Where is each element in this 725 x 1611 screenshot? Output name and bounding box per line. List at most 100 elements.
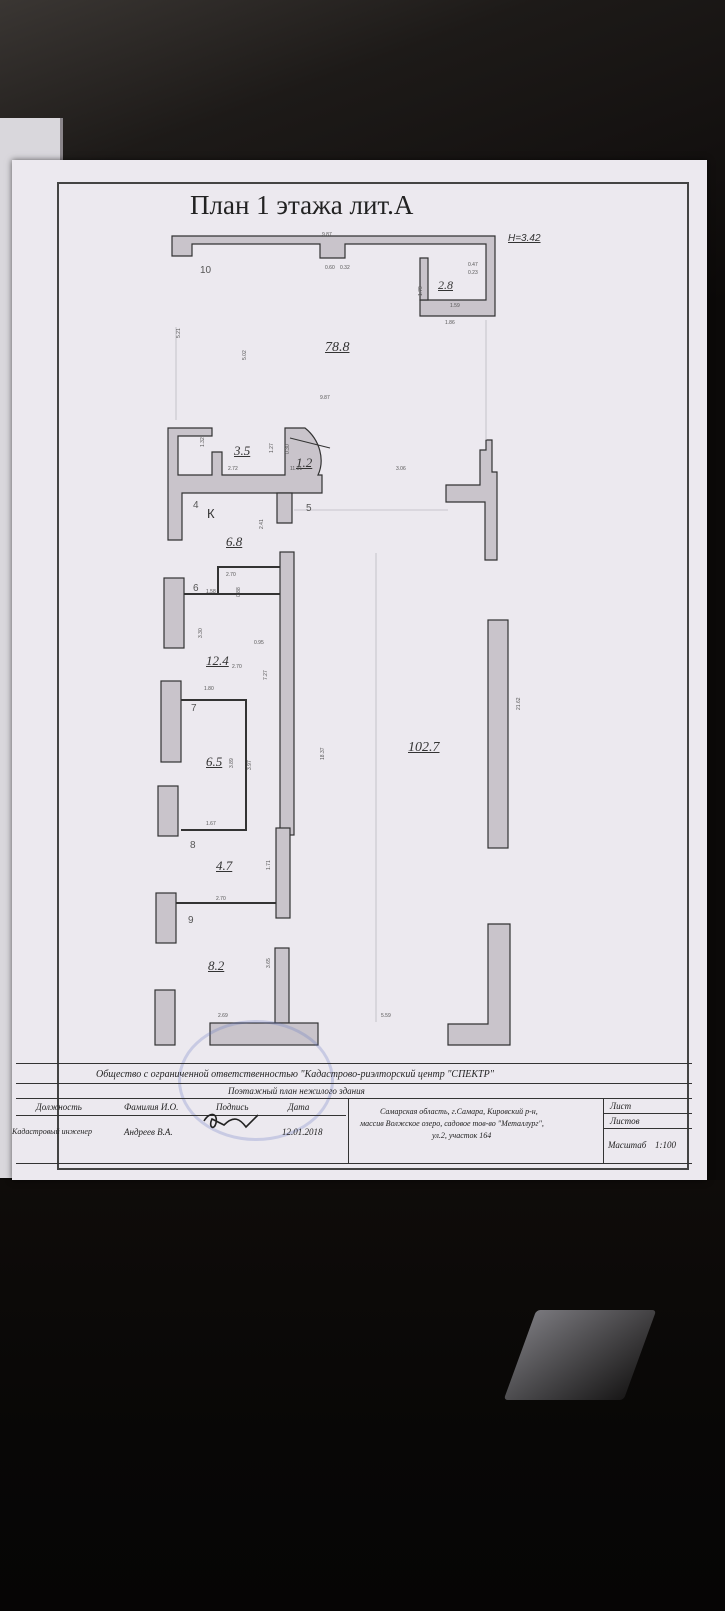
dim-1837: 18.37 [320, 747, 326, 760]
tb-col-date: Дата [288, 1102, 310, 1112]
tb-col-name: Фамилия И.О. [124, 1102, 179, 1112]
room-area-9: 8.2 [208, 958, 225, 973]
tb-col-position: Должность [36, 1102, 82, 1112]
room-number-9: 9 [188, 915, 194, 926]
dim-167: 1.67 [206, 821, 216, 827]
dim-270c: 2.70 [216, 896, 226, 902]
dim-tr-w: 1.59 [450, 303, 460, 309]
dim-397: 3.97 [247, 760, 253, 770]
room-area-kitchen1: 3.5 [234, 443, 251, 458]
dim-365: 3.65 [266, 958, 272, 968]
tb-scale-label: Масштаб [608, 1140, 647, 1150]
tb-col-signature: Подпись [216, 1102, 249, 1112]
dim-tr-h: 1.79 [418, 286, 424, 296]
dim-095: 0.95 [254, 640, 264, 646]
dim-k-h: 1.27 [269, 443, 275, 453]
dim-k2-h: 0.30 [285, 444, 291, 454]
wall-central-2 [275, 827, 291, 919]
seal-stamp [178, 1020, 334, 1141]
dim-c-h: 2.41 [259, 519, 265, 529]
room-area-8: 4.7 [216, 858, 233, 873]
wall-top [171, 235, 496, 317]
room-area-10: 78.8 [325, 340, 350, 355]
dim-k-h2: 1.32 [200, 437, 206, 447]
tb-scale-value: 1:100 [655, 1140, 676, 1150]
room-number-10: 10 [200, 265, 212, 276]
dim-559: 5.59 [381, 1013, 391, 1019]
wall-left-6 [163, 577, 185, 649]
dim-270a: 2.70 [226, 572, 236, 578]
partition-7 [181, 699, 247, 831]
tb-vline-2 [603, 1098, 604, 1163]
wall-central-1 [279, 551, 295, 836]
room-area-124: 12.4 [206, 653, 229, 668]
dim-180: 1.80 [204, 686, 214, 692]
tb-line-bottom [16, 1163, 692, 1164]
dim-top: 9.87 [322, 232, 332, 238]
partition-6 [184, 566, 280, 595]
floor-plan-sheet [12, 160, 707, 1180]
tb-address-3: ул.2, участок 164 [432, 1131, 492, 1140]
tb-line-3 [16, 1098, 692, 1099]
wall-left-9 [155, 892, 177, 944]
wall-kitchen-left [167, 427, 323, 541]
tb-name: Андреев В.А. [124, 1127, 173, 1137]
dim-389: 3.89 [229, 758, 235, 768]
dim-left-outer: 5.21 [176, 328, 182, 338]
dim-tr-side: 0.47 [468, 262, 478, 268]
tb-sheets-label: Листов [610, 1116, 640, 1126]
dim-k2-w: 11.91 [290, 466, 303, 472]
dim-tr-w2: 1.86 [445, 320, 455, 326]
room-area-kitchen2: 1.2 [296, 455, 313, 470]
dim-727: 7.27 [263, 670, 269, 680]
dim-171: 1.71 [266, 860, 272, 870]
tb-line-2 [16, 1083, 692, 1084]
wall-left-8 [157, 785, 179, 837]
tb-organization: Общество с ограниченной ответственностью… [96, 1069, 494, 1080]
wall-bottom-right [447, 923, 511, 1046]
dim-niche: 0.60 [325, 265, 335, 271]
dim-mid: 9.87 [320, 395, 330, 401]
dim-158: 1.58 [206, 589, 216, 595]
tb-plan-type: Поэтажный план нежилого здания [228, 1086, 365, 1096]
tb-date: 12.01.2018 [282, 1127, 323, 1137]
dim-269: 2.69 [218, 1013, 228, 1019]
dim-2162: 21.62 [516, 697, 522, 710]
wall-central-3 [274, 947, 290, 1024]
tb-address-2: массив Волжское озеро, садовое тов-во "М… [360, 1119, 544, 1128]
room-number-6: 6 [193, 583, 199, 594]
room-area-7: 6.5 [206, 754, 223, 769]
tb-line-4 [16, 1115, 346, 1116]
wall-small-room [419, 257, 429, 301]
wall-right-upper [445, 439, 498, 561]
room-number-5: 5 [306, 503, 312, 514]
dim-tr-side2: 0.23 [468, 270, 478, 276]
dim-270b: 2.70 [232, 664, 242, 670]
room-letter-k: К [207, 506, 215, 521]
room-number-4: 4 [193, 500, 199, 511]
door-arc [289, 437, 331, 449]
tb-line-sheets [603, 1128, 692, 1129]
wall-left-bottom [154, 989, 176, 1046]
room-area-68: 6.8 [226, 534, 243, 549]
dim-088: 0.88 [236, 587, 242, 597]
tb-sheet-label: Лист [610, 1101, 632, 1111]
dim-gap: 3.06 [396, 466, 406, 472]
dim-k-w: 2.72 [228, 466, 238, 472]
signature [203, 1113, 259, 1129]
wall-right-long [487, 619, 509, 849]
room-area-small: 2.8 [438, 278, 453, 292]
room-number-7: 7 [191, 703, 197, 714]
dim-niche2: 0.32 [340, 265, 350, 271]
height-mark: H=3.42 [508, 233, 541, 244]
drawing-frame [57, 182, 689, 1170]
tb-vline-1 [348, 1098, 349, 1163]
tb-position: Кадастровый инженер [12, 1127, 92, 1136]
room-area-main: 102.7 [408, 740, 440, 755]
dim-left-inner: 5.02 [242, 350, 248, 360]
wall-partition-5 [276, 492, 293, 524]
tb-line-sheet [603, 1113, 692, 1114]
dim-330: 3.30 [198, 628, 204, 638]
tb-line-top [16, 1063, 692, 1064]
